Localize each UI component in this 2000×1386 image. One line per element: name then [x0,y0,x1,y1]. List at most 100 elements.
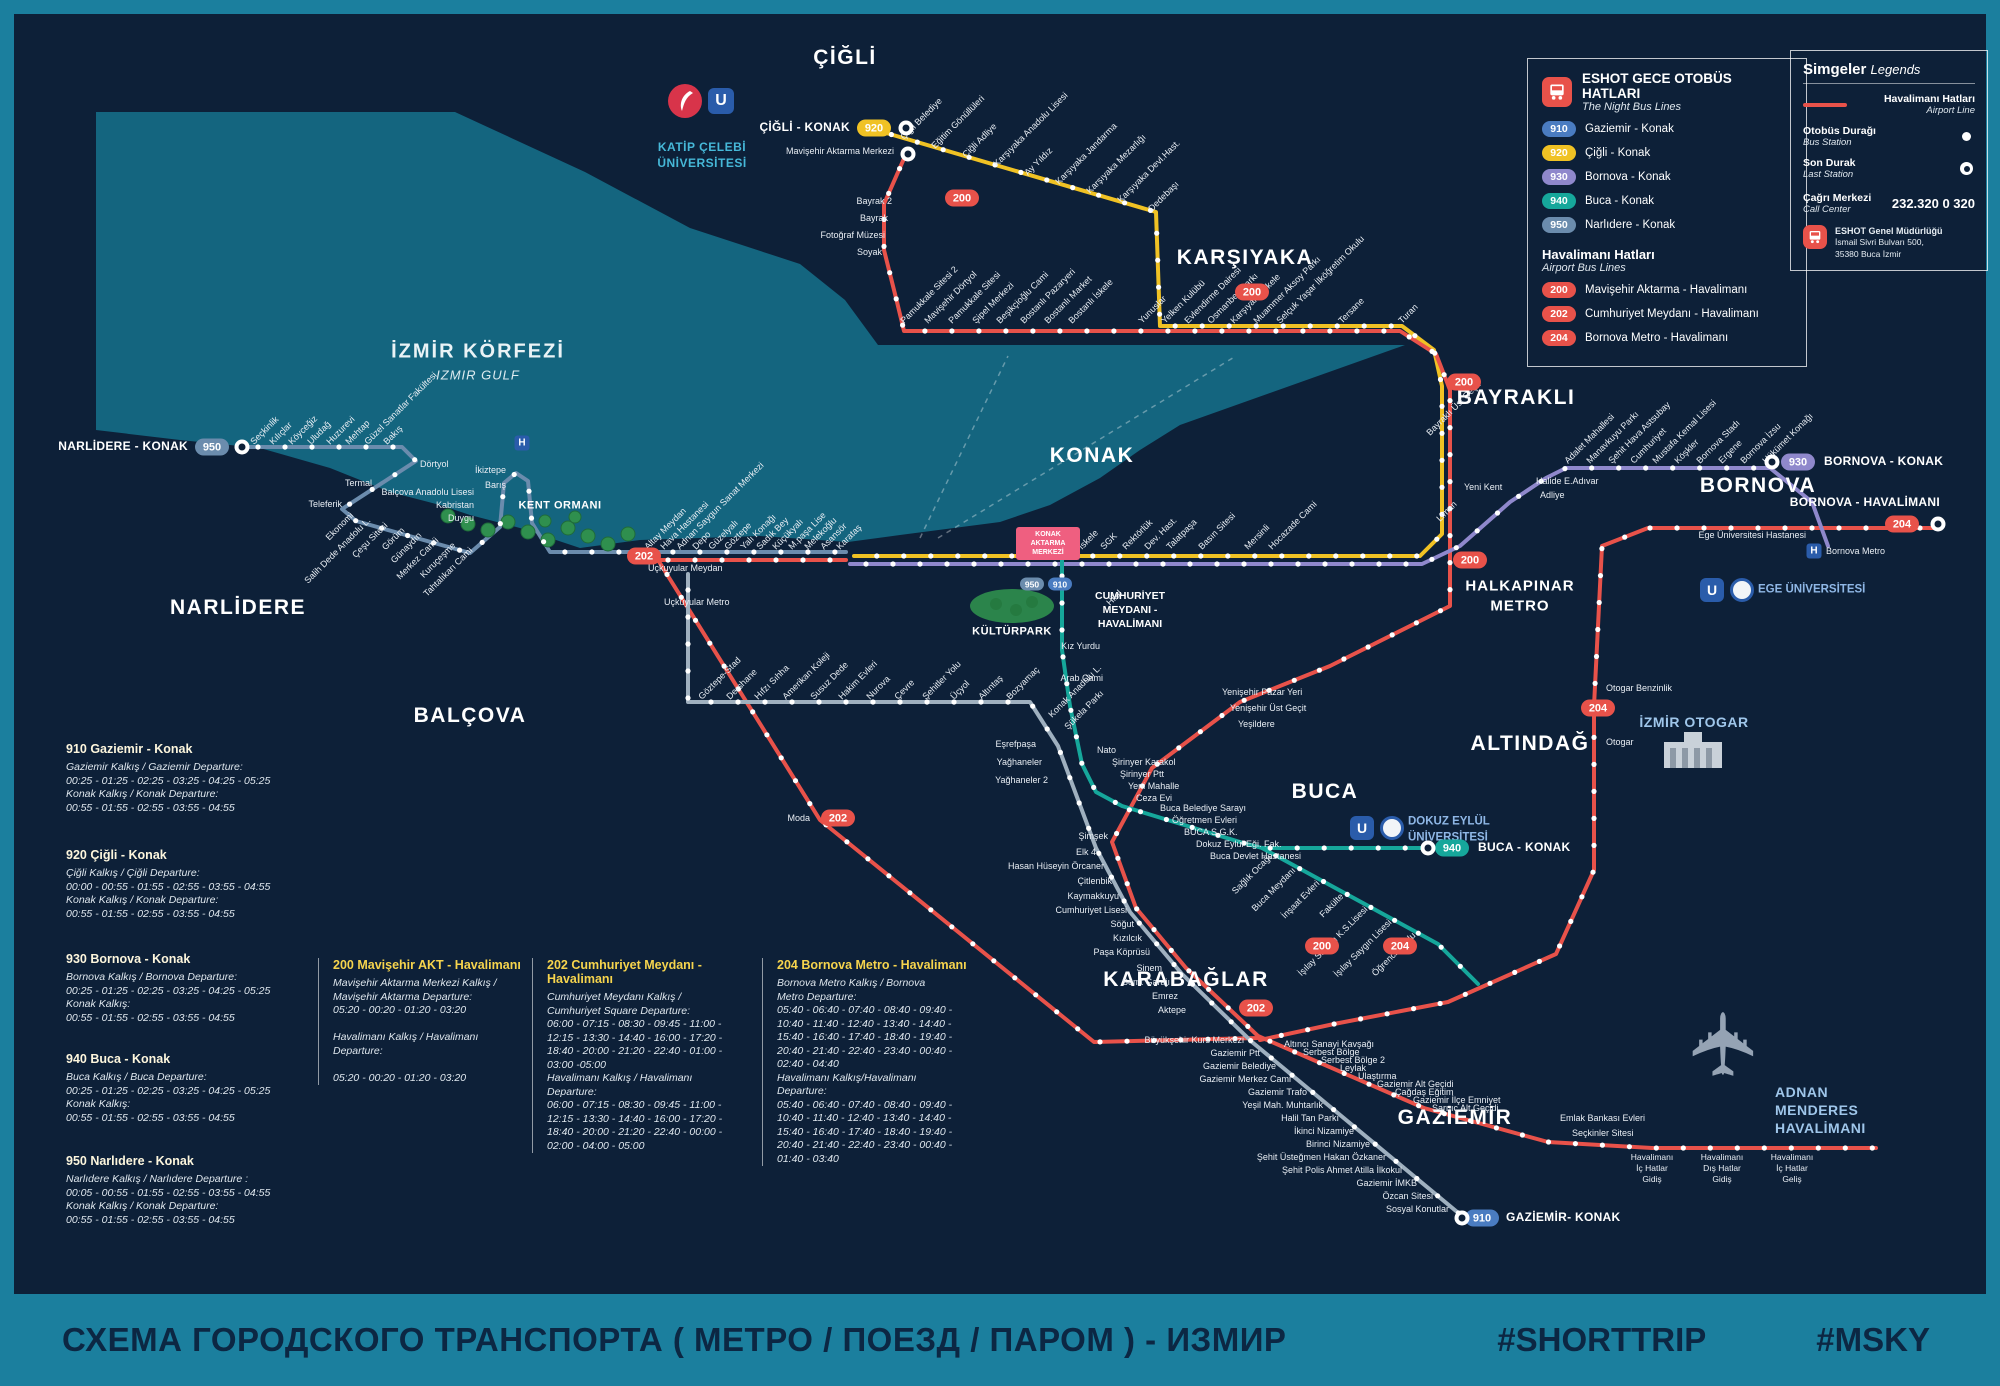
bus-station-dot [1643,465,1649,471]
schedule-line: 20:40 - 21:40 - 22:40 - 23:40 - 00:40 - [777,1044,953,1057]
station-label: ÜNİVERSİTESİ [1408,831,1488,844]
bus-station-dot [1863,525,1869,531]
bus-station-dot [1114,830,1120,837]
station-label: Sosyal Konutlar [1385,1203,1449,1214]
bus-station-dot [897,699,903,705]
station-label: Sarnıç Alt Geçidi [1432,1102,1499,1113]
bus-station-dot [1280,323,1286,329]
bus-station-dot [1124,881,1130,887]
symbol-sublabel: Bus Station [1803,137,1852,148]
last-station-ring [234,439,250,455]
schedule-line: Departure: [333,1044,383,1057]
schedule-line: 20:40 - 21:40 - 22:40 - 23:40 - 00:40 - [777,1139,953,1151]
bus-station-dot [1151,1037,1157,1044]
bus-station-dot [1536,958,1542,965]
hashtag-shorttrip: #SHORTTRIP [1497,1321,1707,1358]
bus-station-dot [1291,677,1297,683]
schedule-line: Buca Kalkış / Buca Departure: [66,1071,207,1083]
bus-station-dot [1189,981,1196,987]
bus-station-dot [1289,1072,1295,1078]
bus-station-dot [1360,553,1366,559]
last-station-ring [900,146,916,162]
bus-station-dot [692,617,699,623]
bus-station-dot [762,699,768,705]
bus-station-dot [1266,687,1272,693]
station-label: Gaziemir Merkez Cami [1199,1073,1291,1084]
line-badge-920: 920 [857,119,891,137]
bus-station-dot [309,444,315,450]
bus-station-dot [1869,1145,1875,1151]
line-badge-200: 200 [1305,937,1339,955]
bus-station-dot [1054,1009,1060,1015]
bus-station-dot [282,444,288,450]
station-label: İZMİR KÖRFEZİ [391,340,565,363]
schedule-line: 03:00 -05:00 [547,1058,606,1071]
bus-station-dot [1413,620,1419,626]
line-badge-204: 204 [1581,699,1615,717]
bus-station-dot [1248,1038,1254,1044]
station-label: Mavişehir Aktarma Merkezi [785,145,894,156]
bus-station-dot [1439,511,1445,517]
bus-station-dot [1344,891,1350,898]
bus-station-dot [1519,1132,1525,1138]
bus-station-dot [1122,200,1128,206]
schedule-line: Konak Kalkış: [66,1098,131,1110]
bus-station-dot [1366,1081,1372,1087]
station-label: Yağhaneler [996,756,1042,767]
station-label: Öğretmen Evleri [1172,814,1238,825]
bus-station-dot [971,561,977,567]
schedule-line: Havalimanı Kalkış/Havalimanı [777,1071,917,1084]
schedule-line: Mavişehir Aktarma Merkezi Kalkış / [333,977,497,989]
bus-station-dot [589,549,595,555]
bus-station-dot [255,444,261,450]
bus-station-dot [1003,328,1009,334]
symbol-label: Son Durak [1803,157,1856,169]
bus-station-dot [940,147,946,153]
station-label: Çitlenbik [1077,875,1112,886]
bus-station-dot [1562,466,1568,472]
bus-station-dot [1079,561,1085,567]
bus-station-dot [1294,845,1300,851]
bus-station-dot [1447,587,1453,593]
bus-station-dot [1447,398,1453,404]
district-label: KONAK [1049,443,1135,467]
bus-station-dot [1090,553,1096,559]
bus-station-dot [1591,842,1597,849]
station-label: Bornova Metro [1826,545,1886,556]
station-label: İkinci Nizamiye [1293,1125,1354,1136]
bus-station-dot [1439,457,1445,463]
station-label: Şirinyer Ptt [1120,768,1165,779]
bus-station-dot [1108,874,1115,880]
bus-station-dot [1647,525,1653,531]
station-label: Serbest Bölge [1303,1046,1360,1057]
bus-station-dot [562,549,568,555]
district-label: KARŞIYAKA [1176,245,1314,269]
bus-station-dot [1809,525,1815,531]
bus-station-dot [412,457,418,463]
dokuz-eylul-emblem-icon [1380,816,1404,840]
station-label: Yeşil Mah. Muhtarlık [1242,1099,1323,1110]
bus-station-dot [1375,845,1381,851]
bus-station-dot [1186,968,1192,974]
bus-station-dot [1429,556,1435,562]
station-label: Havalimanı [1770,1152,1814,1163]
bus-station-dot [928,907,934,913]
bus-station-dot [807,801,813,807]
legend-line-badge: 202 [1542,306,1576,322]
line-badge-950: 950 [1020,577,1044,591]
bus-station-dot [1674,525,1680,531]
bus-station-dot [907,890,913,896]
metro-station-badge: H [1806,543,1822,559]
station-label: Altıncı Sanayi Kavşağı [1284,1038,1375,1049]
bus-station-dot [336,444,342,450]
bus-station-dot [1154,230,1160,236]
bus-station-dot [887,270,893,276]
station-label: Yenişehir Pazar Yeri [1222,686,1303,697]
station-label: Leylak [1340,1062,1367,1073]
